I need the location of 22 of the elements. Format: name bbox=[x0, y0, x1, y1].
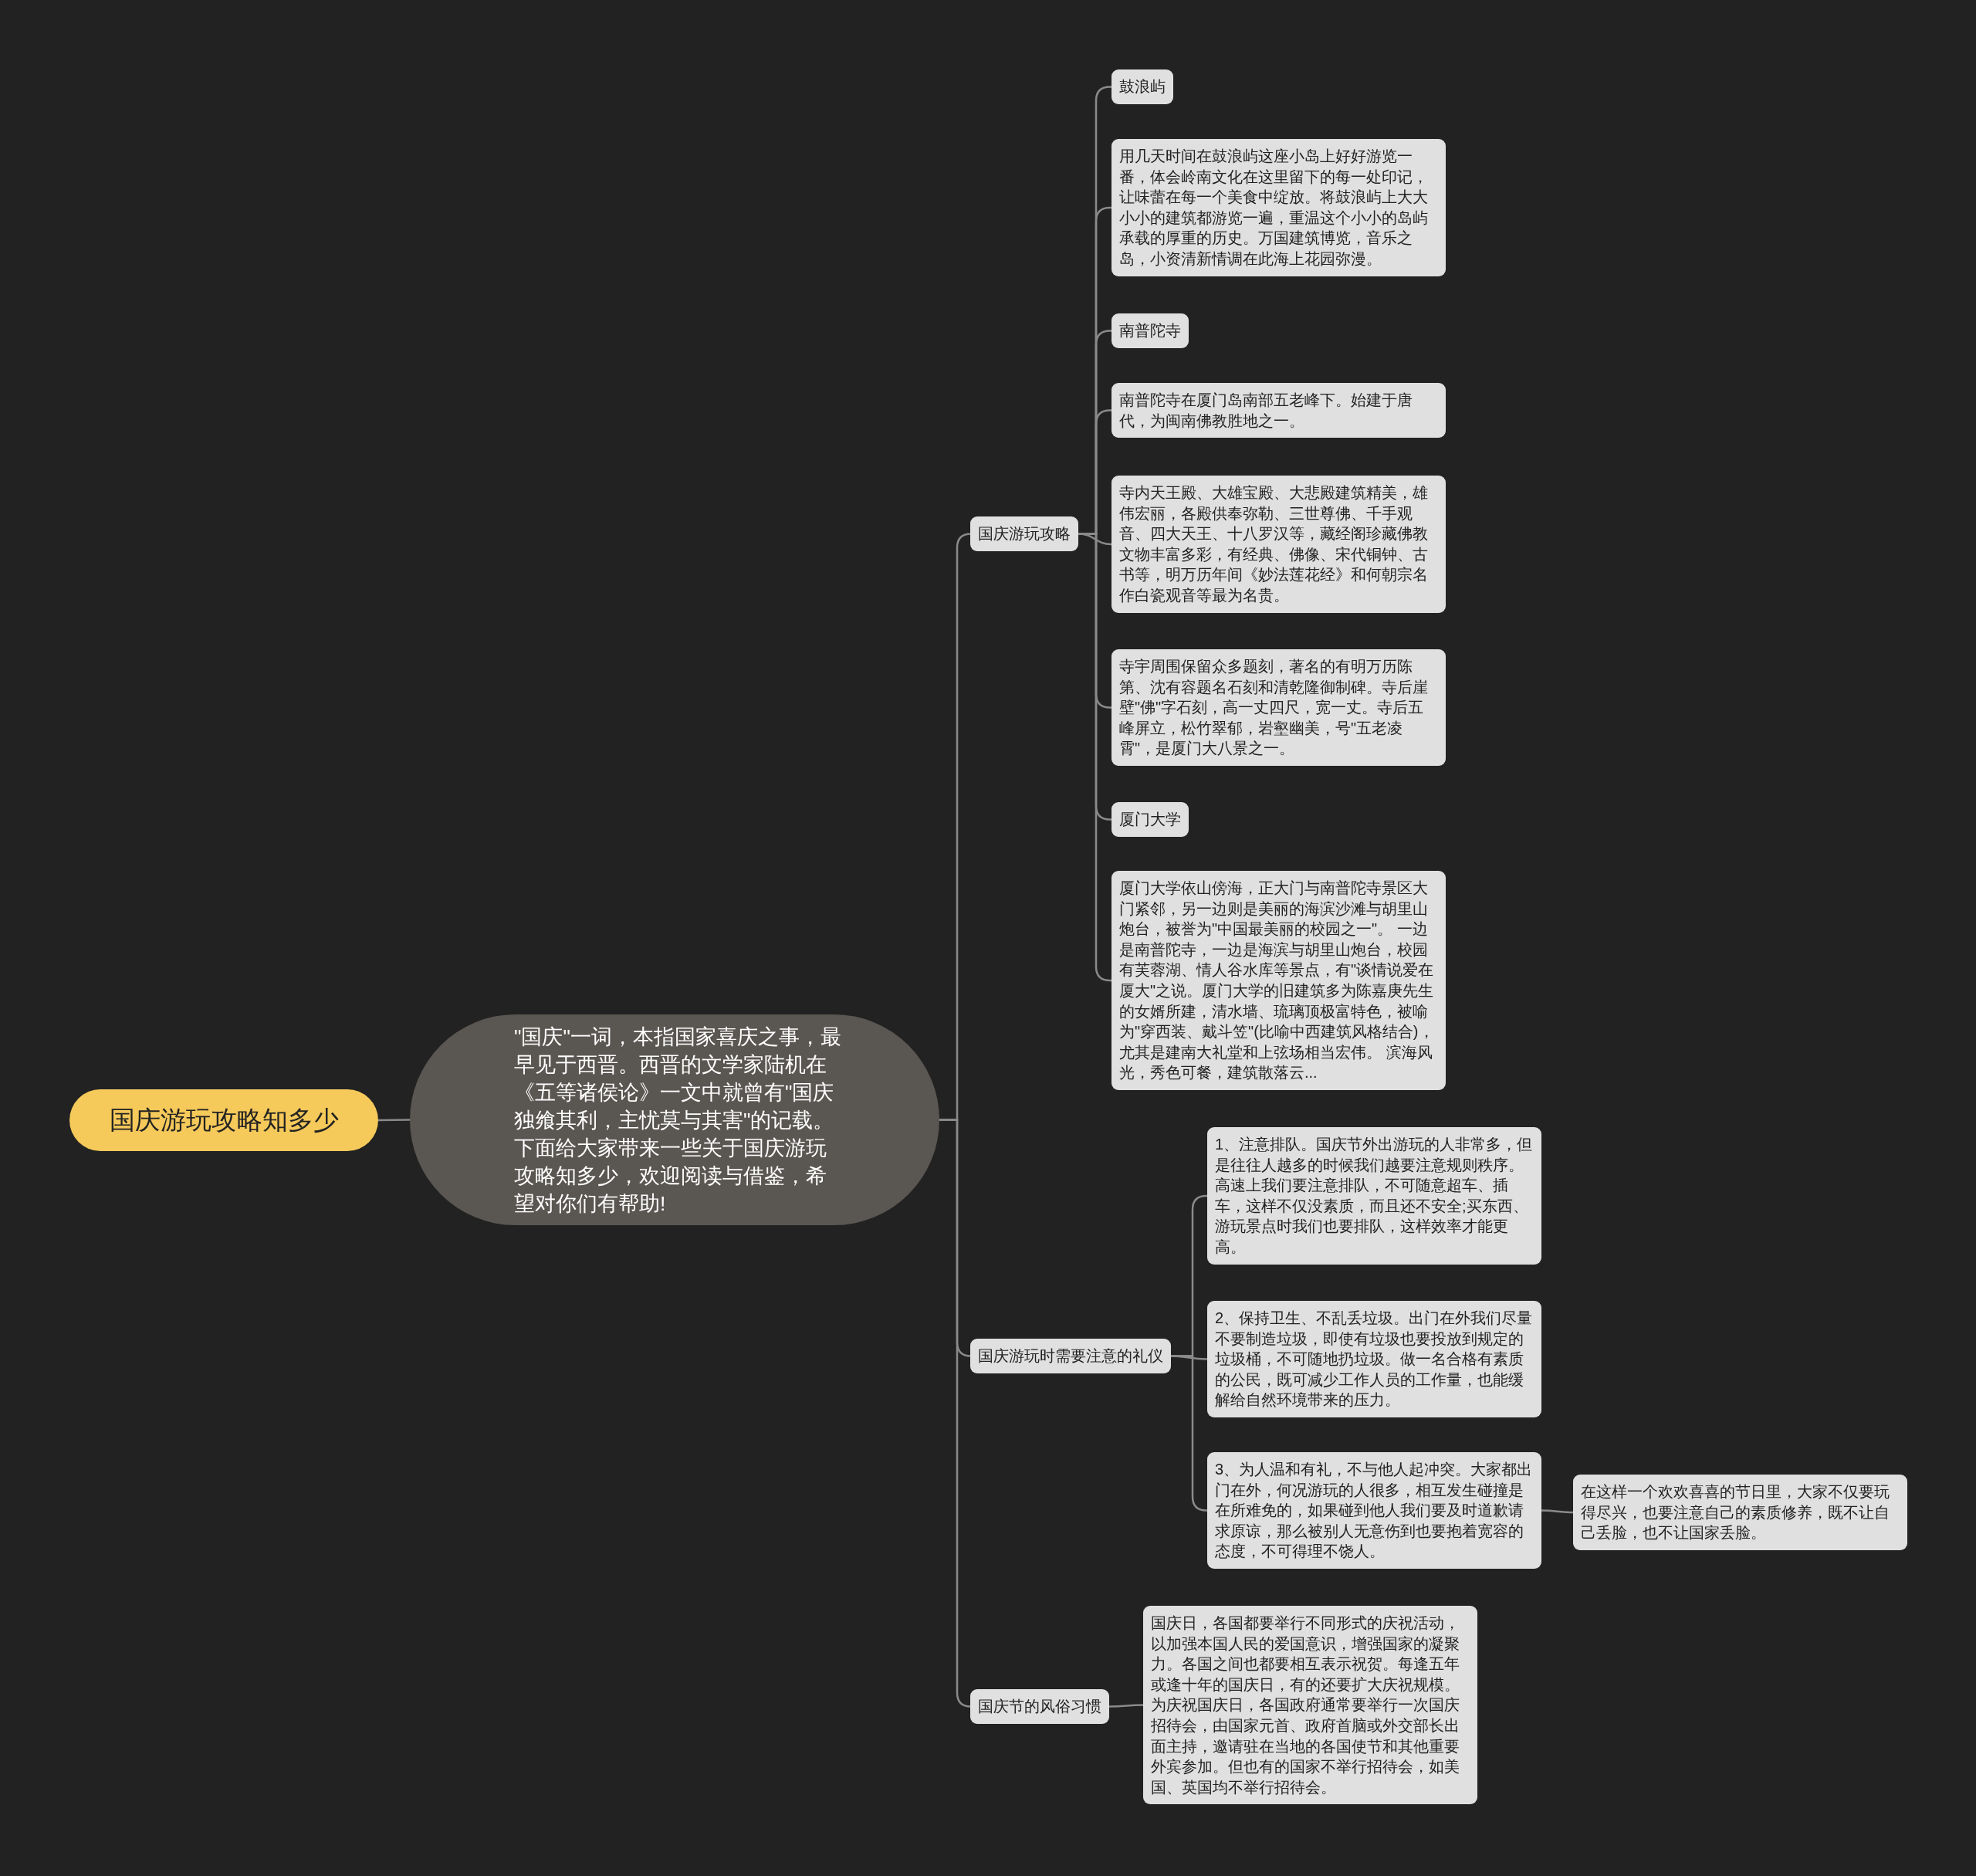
topic-label-box: 国庆节的风俗习惯 bbox=[970, 1689, 1109, 1724]
central-topic: 国庆游玩攻略知多少 bbox=[69, 1089, 378, 1151]
note-box: 1、注意排队。国庆节外出游玩的人非常多，但是往往人越多的时候我们越要注意规则秩序。高速上我们要注意排队，不可随意超车、插车，这样不仅没素质，而且还不安全;买东西、游玩景点时我们也要排队，这样效率才能更高。 bbox=[1207, 1127, 1541, 1265]
connector-line bbox=[1109, 1704, 1143, 1708]
connector-line bbox=[378, 1119, 410, 1122]
topic-label-box: 国庆游玩攻略 bbox=[970, 516, 1078, 551]
note-box: 寺内天王殿、大雄宝殿、大悲殿建筑精美，雄伟宏丽，各殿供奉弥勒、三世尊佛、千手观音、四大天王、十八罗汉等，藏经阁珍藏佛教文物丰富多彩，有经典、佛像、宋代铜钟、古书等，明万历年间《妙法莲花经》和何朝宗名作白瓷观音等最为名贵。 bbox=[1112, 476, 1446, 613]
topic-label-box: 南普陀寺 bbox=[1112, 313, 1189, 348]
topic-label-box: 鼓浪屿 bbox=[1112, 69, 1173, 104]
note-box: 南普陀寺在厦门岛南部五老峰下。始建于唐代，为闽南佛教胜地之一。 bbox=[1112, 383, 1446, 439]
topic-label-box: 厦门大学 bbox=[1112, 802, 1189, 837]
connector-line bbox=[1171, 1355, 1208, 1512]
summary-bubble: "国庆"一词，本指国家喜庆之事，最早见于西晋。西晋的文学家陆机在《五等诸侯论》一文中就曾有"国庆独飨其利，主忧莫与其害"的记载。下面给大家带来一些关于国庆游玩攻略知多少，欢迎阅读与借鉴，希望对你们有帮助! bbox=[410, 1014, 939, 1225]
connector-line bbox=[1541, 1509, 1573, 1514]
note-box: 2、保持卫生、不乱丢垃圾。出门在外我们尽量不要制造垃圾，即使有垃圾也要投放到规定的垃圾桶，不可随地扔垃圾。做一名合格有素质的公民，既可减少工作人员的工作量，也能缓解给自然环境带来的压力。 bbox=[1207, 1301, 1541, 1417]
note-box: 在这样一个欢欢喜喜的节日里，大家不仅要玩得尽兴，也要注意自己的素质修养，既不让自己丢脸，也不让国家丢脸。 bbox=[1573, 1475, 1907, 1550]
note-box: 厦门大学依山傍海，正大门与南普陀寺景区大门紧邻，另一边则是美丽的海滨沙滩与胡里山炮台，被誉为"中国最美丽的校园之一"。 一边是南普陀寺，一边是海滨与胡里山炮台，校园有芙蓉湖、情人谷水库等景点，有"谈情说爱在厦大"之说。厦门大学的旧建筑多为陈嘉庚先生的女婿所建，清水墙、琉璃顶极富特色，被喻为"穿西装、戴斗笠"(比喻中西建筑风格结合)，尤其是建南大礼堂和上弦场相当宏伟。 滨海风光，秀色可餐，建筑散落云... bbox=[1112, 871, 1446, 1090]
note-box: 用几天时间在鼓浪屿这座小岛上好好游览一番，体会岭南文化在这里留下的每一处印记，让味蕾在每一个美食中绽放。将鼓浪屿上大大小小的建筑都游览一遍，重温这个小小的岛屿承载的厚重的历史。万国建筑博览，音乐之岛，小资清新情调在此海上花园弥漫。 bbox=[1112, 139, 1446, 276]
note-box: 3、为人温和有礼，不与他人起冲突。大家都出门在外，何况游玩的人很多，相互发生碰撞是在所难免的，如果碰到他人我们要及时道歉请求原谅，那么被别人无意伤到也要抱着宽容的态度，不可得理不饶人。 bbox=[1207, 1452, 1541, 1569]
topic-label-box: 国庆游玩时需要注意的礼仪 bbox=[970, 1339, 1171, 1373]
note-box: 寺宇周围保留众多题刻，著名的有明万历陈第、沈有容题名石刻和清乾隆御制碑。寺后崖壁"佛"字石刻，高一丈四尺，宽一丈。寺后五峰屏立，松竹翠郁，岩壑幽美，号"五老凌霄"，是厦门大八景之一。 bbox=[1112, 649, 1446, 766]
note-box: 国庆日，各国都要举行不同形式的庆祝活动，以加强本国人民的爱国意识，增强国家的凝聚力。各国之间也都要相互表示祝贺。每逢五年或逢十年的国庆日，有的还要扩大庆祝规模。为庆祝国庆日，各国政府通常要举行一次国庆招待会，由国家元首、政府首脑或外交部长出面主持，邀请驻在当地的各国使节和其他重要外宾参加。但也有的国家不举行招待会，如美国、英国均不举行招待会。 bbox=[1143, 1606, 1477, 1805]
